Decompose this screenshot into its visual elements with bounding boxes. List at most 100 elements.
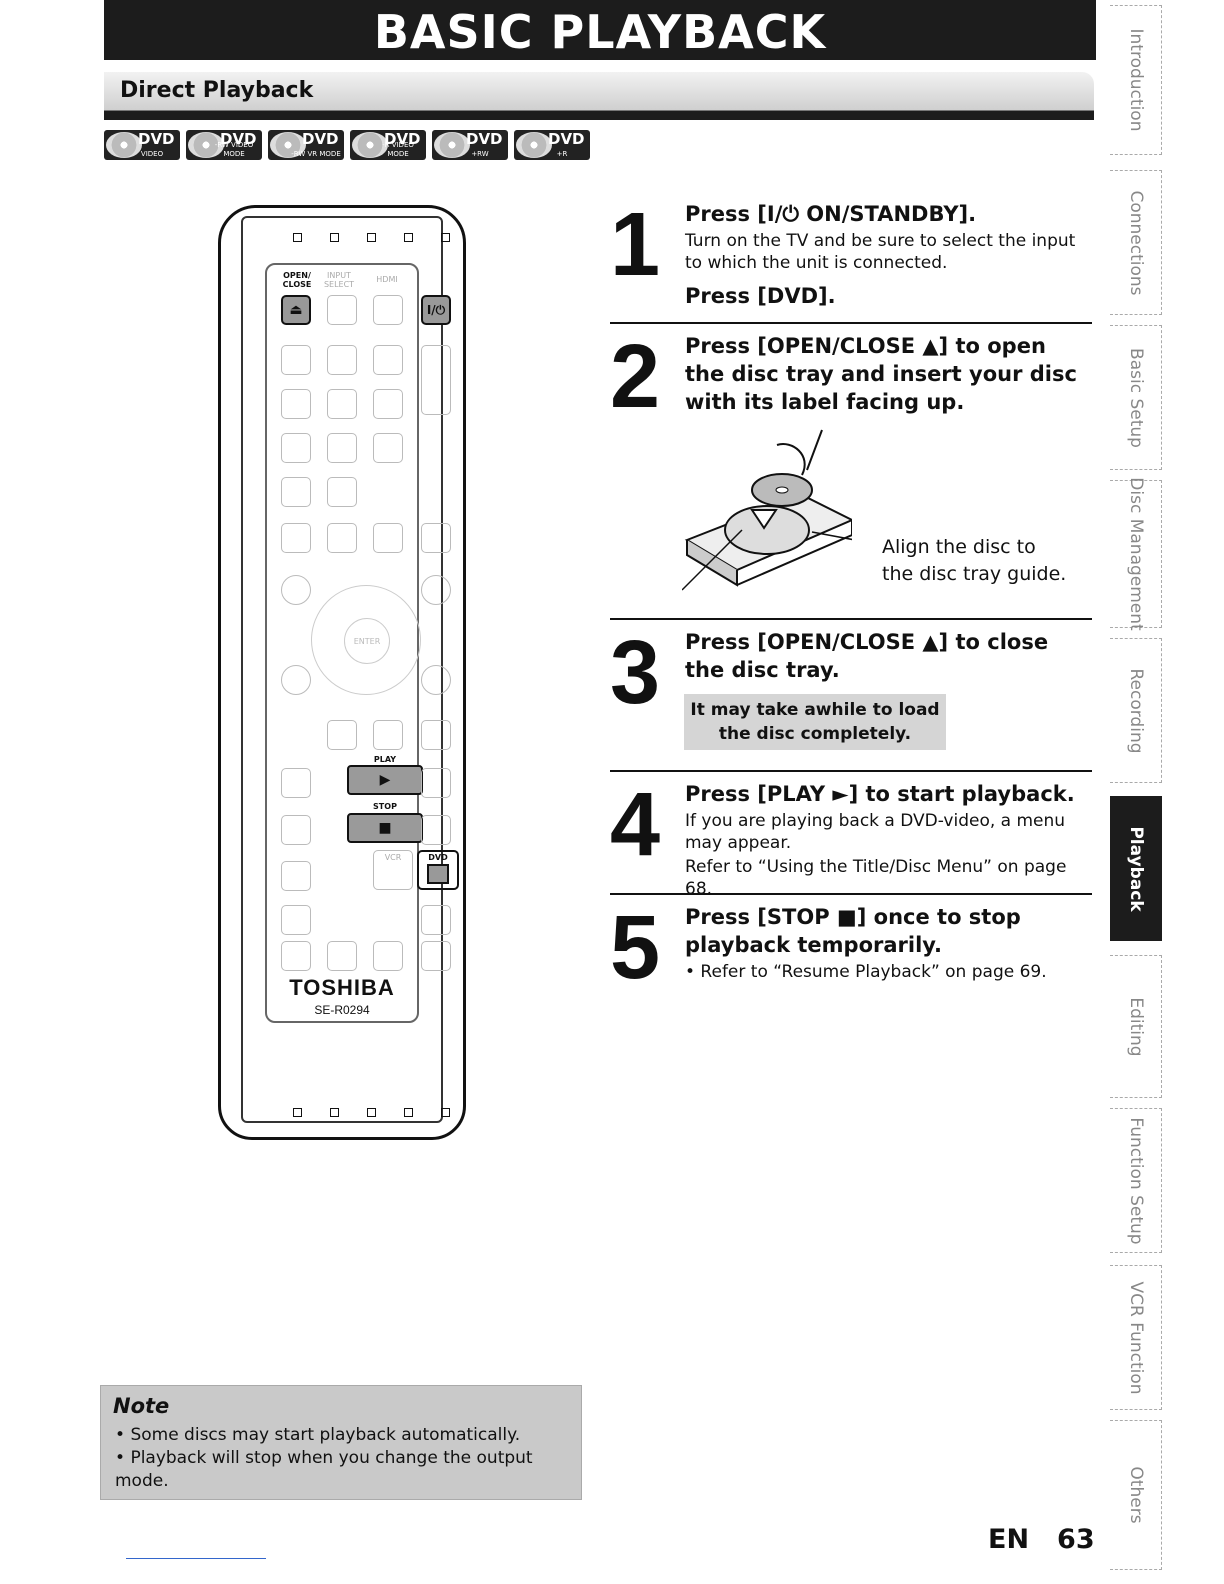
clear-key — [281, 665, 311, 695]
vcr-key: VCR — [373, 850, 413, 890]
step-text: If you are playing back a DVD-video, a m… — [685, 811, 1066, 853]
return-key — [421, 665, 451, 695]
remote-face: OPEN/ CLOSE INPUT SELECT HDMI ⏏ I/⏻ — [265, 263, 459, 1023]
play-icon: ▶ — [379, 772, 391, 788]
tab-playback[interactable]: Playback — [1110, 796, 1162, 941]
dvd-key-cap — [427, 864, 449, 884]
page-title: BASIC PLAYBACK — [104, 0, 1096, 60]
page-number: 63 — [1057, 1524, 1095, 1555]
skip-back-key — [281, 815, 311, 845]
hdmi-label: HDMI — [376, 275, 398, 284]
note-label: Note — [113, 1394, 170, 1418]
section-header: Direct Playback — [104, 72, 1094, 120]
footer-rule — [126, 1558, 266, 1559]
play-label: PLAY — [373, 755, 397, 764]
step-divider — [610, 770, 1092, 772]
skip-forward-key — [421, 815, 451, 845]
step-body: Press [I/⏻ ON/STANDBY]. Turn on the TV a… — [685, 200, 1092, 310]
disc-tray-illustration — [682, 429, 852, 591]
key-2 — [327, 345, 357, 375]
instant-skip-key — [327, 720, 357, 750]
step-heading: Press [OPEN/CLOSE ▲] to open the disc tr… — [685, 334, 1077, 414]
disc-menu-key — [281, 575, 311, 605]
disc-badge-dvd-rw-vr: DVD-RW VR MODE — [268, 130, 344, 160]
disc-icon — [270, 132, 306, 158]
page-footer: EN 63 — [988, 1524, 1095, 1555]
channel-key — [421, 345, 451, 415]
step-3-callout: It may take awhile to load the disc comp… — [684, 694, 946, 750]
slow-play-key — [373, 720, 403, 750]
tab-disc-management[interactable]: Disc Management — [1110, 477, 1162, 631]
step-body: Press [OPEN/CLOSE ▲] to close the disc t… — [685, 628, 1092, 684]
tab-connections[interactable]: Connections — [1110, 170, 1162, 315]
rev-key — [281, 768, 311, 798]
tab-function-setup[interactable]: Function Setup — [1110, 1108, 1162, 1253]
dvd-key: DVD — [417, 850, 459, 890]
chapter-tabs: Introduction Connections Basic Setup Dis… — [1110, 0, 1162, 1584]
step-divider — [610, 618, 1092, 620]
open-close-label: OPEN/ CLOSE — [282, 271, 312, 289]
disc-badge-dvd-plus-r: DVD+R — [514, 130, 590, 160]
step-text: • Refer to “Resume Playback” on page 69. — [685, 962, 1047, 982]
setup-key — [327, 523, 357, 553]
disc-icon — [434, 132, 470, 158]
key-8 — [327, 433, 357, 463]
remote-brand: TOSHIBA — [289, 975, 395, 1000]
remote-body: OPEN/ CLOSE INPUT SELECT HDMI ⏏ I/⏻ — [241, 216, 459, 1123]
key-9 — [373, 433, 403, 463]
step-heading-2: Press [DVD]. — [685, 284, 836, 308]
step-heading: Press [OPEN/CLOSE ▲] to close the disc t… — [685, 630, 1049, 682]
disc-icon — [516, 132, 552, 158]
direction-pad: ENTER — [311, 585, 421, 695]
timer-set-key — [327, 941, 357, 971]
note-box: Note Some discs may start playback autom… — [100, 1385, 582, 1500]
top-menu-key — [421, 575, 451, 605]
tab-others[interactable]: Others — [1110, 1420, 1162, 1570]
tab-editing[interactable]: Editing — [1110, 955, 1162, 1098]
power-key: I/⏻ — [421, 295, 451, 325]
step-number: 4 — [610, 775, 661, 875]
step-body: Press [OPEN/CLOSE ▲] to open the disc tr… — [685, 332, 1092, 416]
step-number: 5 — [610, 898, 661, 998]
key-7 — [281, 433, 311, 463]
disc-icon — [352, 132, 388, 158]
pause-key — [281, 861, 311, 891]
disc-badge-dvd-plus-rw: DVD+RW — [432, 130, 508, 160]
remote-bottom-dots — [293, 1108, 450, 1117]
tab-introduction[interactable]: Introduction — [1110, 5, 1162, 155]
display-key — [373, 523, 403, 553]
disc-badge-dvd-rw-video: DVD-RW VIDEO MODE — [186, 130, 262, 160]
note-item: Some discs may start playback automatica… — [115, 1424, 541, 1447]
note-item: Playback will stop when you change the o… — [115, 1447, 541, 1493]
key-5 — [327, 389, 357, 419]
stop-label: STOP — [373, 802, 397, 811]
disc-icon — [188, 132, 224, 158]
section-title: Direct Playback — [120, 78, 314, 103]
zoom-key — [421, 941, 451, 971]
remote-top-dots — [293, 233, 450, 242]
step-heading: Press [I/⏻ ON/STANDBY]. — [685, 202, 977, 226]
key-6 — [373, 389, 403, 419]
step-divider — [610, 322, 1092, 324]
language-code: EN — [988, 1524, 1030, 1555]
step-number: 1 — [610, 195, 661, 295]
step-number: 3 — [610, 623, 661, 723]
key-3 — [373, 345, 403, 375]
tab-basic-setup[interactable]: Basic Setup — [1110, 325, 1162, 470]
tab-vcr-function[interactable]: VCR Function — [1110, 1265, 1162, 1410]
eject-icon: ⏏ — [289, 302, 303, 318]
repeat-key — [281, 941, 311, 971]
dtv-tv-key — [281, 523, 311, 553]
input-select-key — [327, 295, 357, 325]
step-body: Press [PLAY ►] to start playback. If you… — [685, 780, 1092, 900]
open-close-key: ⏏ — [281, 295, 311, 325]
remote-control-illustration: OPEN/ CLOSE INPUT SELECT HDMI ⏏ I/⏻ — [218, 205, 466, 1140]
tab-recording[interactable]: Recording — [1110, 638, 1162, 783]
search-key — [373, 941, 403, 971]
disc-badge-dvd-r-video: DVD-R VIDEO MODE — [350, 130, 426, 160]
fwd-key — [421, 768, 451, 798]
disc-icon — [106, 132, 142, 158]
key-1 — [281, 345, 311, 375]
play-key: ▶ — [347, 765, 423, 795]
